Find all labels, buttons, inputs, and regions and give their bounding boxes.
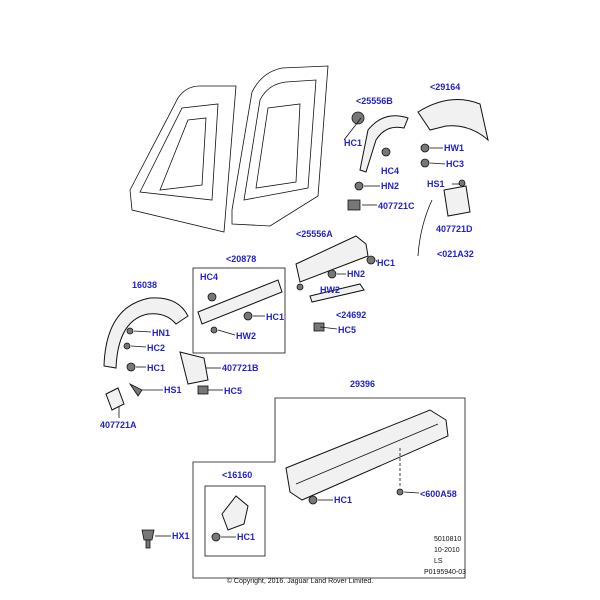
label-hc4-b: HC4 xyxy=(200,272,218,282)
reference-block: 5010810 10-2010 LS P0195940-03 xyxy=(424,536,466,576)
part-labels: <25556B <29164 HC1 HW1 HC4 HC3 HN2 HS1 4… xyxy=(100,82,474,542)
label-hc5-a: HC5 xyxy=(338,325,356,335)
clip-hx1 xyxy=(141,529,155,549)
front-arch-moulding xyxy=(103,297,189,411)
label-29164: <29164 xyxy=(430,82,460,92)
label-021A32: <021A32 xyxy=(437,249,474,259)
ref-line-1: 5010810 xyxy=(434,536,461,543)
label-407721B: 407721B xyxy=(222,363,259,373)
sill-moulding-front xyxy=(295,235,376,332)
door-moulding xyxy=(197,279,283,334)
fasteners-right xyxy=(347,143,471,257)
label-hc1-e: HC1 xyxy=(334,495,352,505)
label-hx1: HX1 xyxy=(172,531,190,541)
label-hs1-a: HS1 xyxy=(427,179,445,189)
label-hc2: HC2 xyxy=(147,343,165,353)
label-hc1-c: HC1 xyxy=(266,312,284,322)
label-24692: <24692 xyxy=(336,310,366,320)
detail-box-16160 xyxy=(204,485,266,557)
ref-line-2: 10-2010 xyxy=(434,547,460,554)
ref-line-3: LS xyxy=(434,558,443,565)
label-29396: 29396 xyxy=(350,379,375,389)
leader-lines xyxy=(118,117,460,538)
sill-bracket xyxy=(211,495,249,542)
label-407721D: 407721D xyxy=(436,224,473,234)
rear-arch-moulding xyxy=(351,111,409,173)
label-hw2-a: HW2 xyxy=(320,285,340,295)
door-outlines xyxy=(129,65,329,233)
label-hc1-a: HC1 xyxy=(344,138,362,148)
label-hc1-f: HC1 xyxy=(237,532,255,542)
label-hn2-a: HN2 xyxy=(381,181,399,191)
ref-line-4: P0195940-03 xyxy=(424,569,466,576)
label-hc4-a: HC4 xyxy=(381,166,399,176)
label-hc3: HC3 xyxy=(446,159,464,169)
label-hw2-b: HW2 xyxy=(236,331,256,341)
wheel-arch-liner xyxy=(417,99,489,142)
label-hn2-b: HN2 xyxy=(347,269,365,279)
label-407721A: 407721A xyxy=(100,420,137,430)
label-600A58: <600A58 xyxy=(420,489,457,499)
copyright-notice: © Copyright, 2016. Jaguar Land Rover Lim… xyxy=(227,577,373,585)
label-hn1: HN1 xyxy=(152,328,170,338)
label-hw1: HW1 xyxy=(444,143,464,153)
label-hc1-b: HC1 xyxy=(377,258,395,268)
side-sill-assembly xyxy=(285,409,449,505)
detail-box-29396 xyxy=(192,397,466,579)
label-hs1-b: HS1 xyxy=(164,385,182,395)
mud-flap-front xyxy=(179,351,209,395)
label-25556B: <25556B xyxy=(356,96,393,106)
label-16038: 16038 xyxy=(132,280,157,290)
label-16160: <16160 xyxy=(222,470,252,480)
label-hc1-d: HC1 xyxy=(147,363,165,373)
label-407721C: 407721C xyxy=(378,201,415,211)
label-25556A: <25556A xyxy=(296,229,333,239)
label-20878: <20878 xyxy=(226,254,256,264)
detail-box-20878 xyxy=(192,267,286,354)
label-hc5-b: HC5 xyxy=(224,386,242,396)
